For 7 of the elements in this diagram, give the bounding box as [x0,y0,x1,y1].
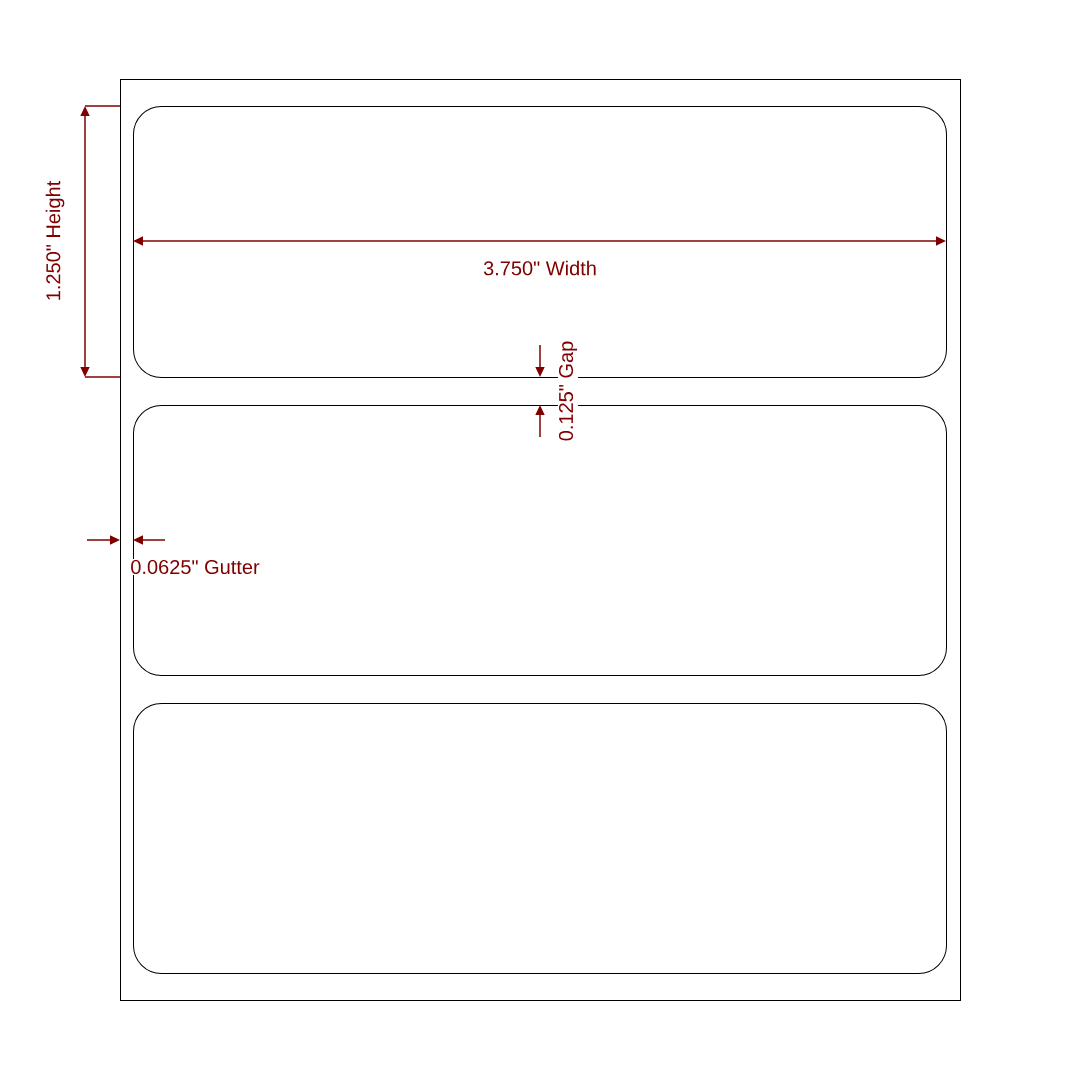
label-box [133,703,947,974]
dimension-label: 0.0625" Gutter [129,558,261,576]
dimension-label: 1.250" Height [45,180,65,300]
dimension-label: 0.125" Gap [557,339,579,443]
dimension-label: 3.750" Width [483,260,596,276]
label-sheet [120,79,961,1001]
label-box [133,106,947,378]
